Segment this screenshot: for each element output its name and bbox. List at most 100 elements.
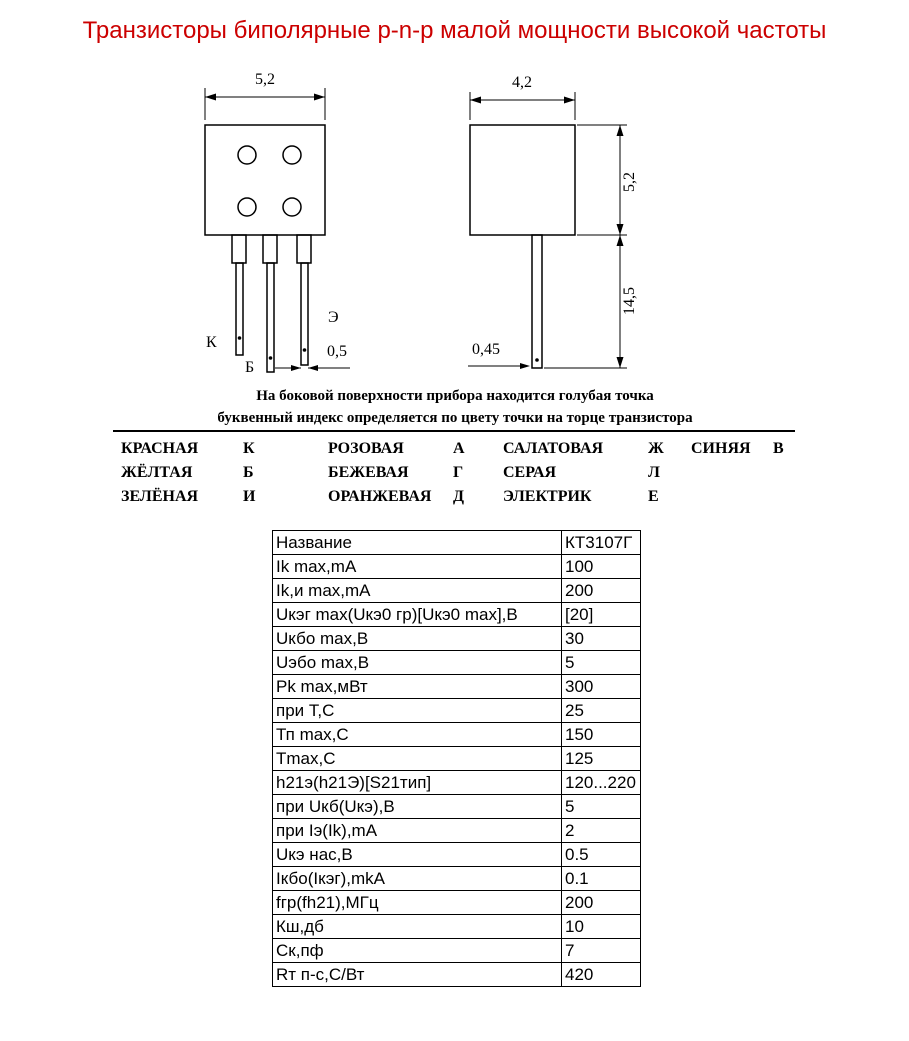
spec-value: 150 bbox=[561, 722, 641, 747]
color-name: ЗЕЛЁНАЯ bbox=[121, 488, 199, 505]
lead-dot bbox=[268, 356, 273, 360]
color-letter: Б bbox=[243, 464, 254, 481]
color-code-grid: КРАСНАЯ К РОЗОВАЯ А САЛАТОВАЯ Ж СИНЯЯ В … bbox=[121, 437, 813, 509]
color-letter: Д bbox=[453, 488, 465, 505]
base-label: Б bbox=[245, 359, 254, 376]
color-name: СИНЯЯ bbox=[691, 440, 751, 457]
color-letter: В bbox=[773, 440, 784, 457]
hole-icon bbox=[237, 145, 257, 165]
spec-value: 0.1 bbox=[561, 866, 641, 891]
spec-label: Название bbox=[272, 530, 562, 555]
collector-lead-stem bbox=[235, 262, 244, 356]
emitter-lead-collar bbox=[296, 234, 312, 264]
hole-icon bbox=[282, 145, 302, 165]
side-lead-length-dim-label: 14,5 bbox=[621, 287, 638, 315]
color-letter: Ж bbox=[648, 440, 664, 457]
front-lead-width-label: 0,5 bbox=[327, 343, 347, 360]
spec-value: 5 bbox=[561, 794, 641, 819]
hole-icon bbox=[282, 197, 302, 217]
spec-value: 7 bbox=[561, 938, 641, 963]
color-name: СЕРАЯ bbox=[503, 464, 557, 481]
spec-value: 200 bbox=[561, 890, 641, 915]
color-name: КРАСНАЯ bbox=[121, 440, 199, 457]
spec-label: Ск,пф bbox=[272, 938, 562, 963]
note-letter-index: буквенный индекс определяется по цвету т… bbox=[217, 410, 693, 426]
spec-label: Кш,дб bbox=[272, 914, 562, 939]
spec-label: Uкэг max(Uкэ0 гр)[Uкэ0 max],B bbox=[272, 602, 562, 627]
side-view-outline bbox=[469, 124, 576, 369]
color-name: ЖЁЛТАЯ bbox=[121, 464, 193, 481]
color-name: БЕЖЕВАЯ bbox=[328, 464, 409, 481]
spec-value: КТ3107Г bbox=[561, 530, 641, 555]
color-name: ОРАНЖЕВАЯ bbox=[328, 488, 432, 505]
spec-label: Uкэ нас,B bbox=[272, 842, 562, 867]
spec-value: 25 bbox=[561, 698, 641, 723]
spec-label: Ik max,mA bbox=[272, 554, 562, 579]
spec-label: Тmax,С bbox=[272, 746, 562, 771]
color-letter: Г bbox=[453, 464, 464, 481]
spec-value: 420 bbox=[561, 962, 641, 987]
base-lead-stem bbox=[266, 262, 275, 373]
spec-label: при Т,С bbox=[272, 698, 562, 723]
side-body bbox=[469, 124, 576, 236]
side-width-dim-label: 4,2 bbox=[512, 74, 532, 91]
spec-label: Rт п-с,С/Вт bbox=[272, 962, 562, 987]
lead-dot bbox=[237, 336, 242, 340]
lead-dot bbox=[302, 348, 307, 352]
spec-label: Uкбо max,B bbox=[272, 626, 562, 651]
color-letter: К bbox=[243, 440, 255, 457]
spec-label: Pk max,мВт bbox=[272, 674, 562, 699]
collector-label: К bbox=[206, 334, 217, 351]
side-lead bbox=[531, 234, 543, 369]
color-code-row: КРАСНАЯ К РОЗОВАЯ А САЛАТОВАЯ Ж СИНЯЯ В bbox=[121, 437, 813, 461]
side-dimension-arrows bbox=[470, 96, 624, 369]
front-width-dim-label: 5,2 bbox=[255, 71, 275, 88]
side-dimension-lines bbox=[468, 92, 627, 369]
side-lead-thickness-label: 0,45 bbox=[472, 341, 500, 358]
lead-dot bbox=[535, 358, 539, 362]
spec-value: 125 bbox=[561, 746, 641, 771]
color-name: ЭЛЕКТРИК bbox=[503, 488, 592, 505]
spec-label: при Uкб(Uкэ),B bbox=[272, 794, 562, 819]
spec-value: 2 bbox=[561, 818, 641, 843]
color-code-row: ЖЁЛТАЯ Б БЕЖЕВАЯ Г СЕРАЯ Л bbox=[121, 461, 813, 485]
separator-line bbox=[113, 430, 795, 432]
spec-label: fгр(fh21),МГц bbox=[272, 890, 562, 915]
collector-lead-collar bbox=[231, 234, 247, 264]
color-name: РОЗОВАЯ bbox=[328, 440, 404, 457]
spec-value: [20] bbox=[561, 602, 641, 627]
color-letter: И bbox=[243, 488, 256, 505]
spec-label: Тп max,С bbox=[272, 722, 562, 747]
table-row: h21э(h21Э)[S21тип]120...220 bbox=[272, 770, 641, 795]
page-title: Транзисторы биполярные p-n-p малой мощно… bbox=[82, 17, 827, 44]
color-letter: Е bbox=[648, 488, 659, 505]
spec-value: 0.5 bbox=[561, 842, 641, 867]
front-lead-dots bbox=[237, 336, 307, 360]
front-view-outline bbox=[204, 124, 326, 373]
side-height-dim-label: 5,2 bbox=[621, 172, 638, 192]
emitter-lead-stem bbox=[300, 262, 309, 366]
spec-label: h21э(h21Э)[S21тип] bbox=[272, 770, 562, 795]
table-row: Uкэг max(Uкэ0 гр)[Uкэ0 max],B[20] bbox=[272, 602, 641, 627]
spec-value: 5 bbox=[561, 650, 641, 675]
spec-value: 120...220 bbox=[561, 770, 641, 795]
emitter-label: Э bbox=[328, 309, 339, 326]
package-drawings: 5,2 К Б Э 0,5 bbox=[204, 71, 638, 376]
spec-value: 30 bbox=[561, 626, 641, 651]
